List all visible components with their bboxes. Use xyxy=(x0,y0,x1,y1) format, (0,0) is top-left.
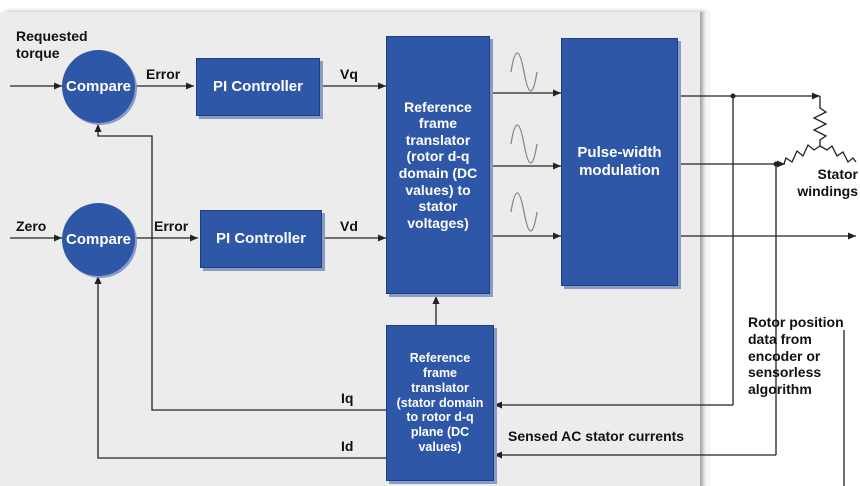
vd-label: Vd xyxy=(340,218,358,234)
compare-circle-zero: Compare xyxy=(62,203,135,276)
zero-label: Zero xyxy=(16,218,47,234)
panel-edge xyxy=(700,12,708,486)
pi-controller-label: PI Controller xyxy=(212,78,303,96)
id-feedback-line xyxy=(94,276,386,459)
pi-controller-label: PI Controller xyxy=(215,230,306,248)
vq-label: Vq xyxy=(340,66,358,82)
junction-dot xyxy=(773,161,779,167)
sine-wave-icon xyxy=(510,52,538,92)
iq-feedback-line xyxy=(94,124,386,411)
pi-controller-d: PI Controller xyxy=(200,210,322,268)
sine-wave-icon xyxy=(510,124,538,164)
pwm-label: Pulse-width modulation xyxy=(577,144,662,179)
junction-dot xyxy=(730,93,736,99)
compare-circle-torque: Compare xyxy=(62,50,135,123)
rotor-position-label: Rotor position data from encoder or sens… xyxy=(748,314,844,398)
requested-torque-label: Requested torque xyxy=(16,28,88,61)
pi-controller-q: PI Controller xyxy=(196,58,320,116)
compare-label: Compare xyxy=(65,231,132,248)
reference-frame-translator-reverse: Reference frame translator (stator domai… xyxy=(386,325,494,481)
reference-frame-translator-forward: Reference frame translator (rotor d-q do… xyxy=(386,36,490,294)
pulse-width-modulation-block: Pulse-width modulation xyxy=(561,38,678,286)
error-label-bottom: Error xyxy=(154,218,189,234)
translator-reverse-label: Reference frame translator (stator domai… xyxy=(396,351,484,454)
stator-winding-icon xyxy=(783,96,857,165)
sine-wave-icon xyxy=(510,192,538,232)
stator-windings-label: Stator windings xyxy=(797,166,858,199)
sensed-currents-label: Sensed AC stator currents xyxy=(508,428,685,444)
translator-forward-label: Reference frame translator (rotor d-q do… xyxy=(398,98,478,231)
id-label: Id xyxy=(341,438,354,454)
compare-label: Compare xyxy=(65,78,132,95)
iq-label: Iq xyxy=(341,390,354,406)
error-label-top: Error xyxy=(146,66,181,82)
